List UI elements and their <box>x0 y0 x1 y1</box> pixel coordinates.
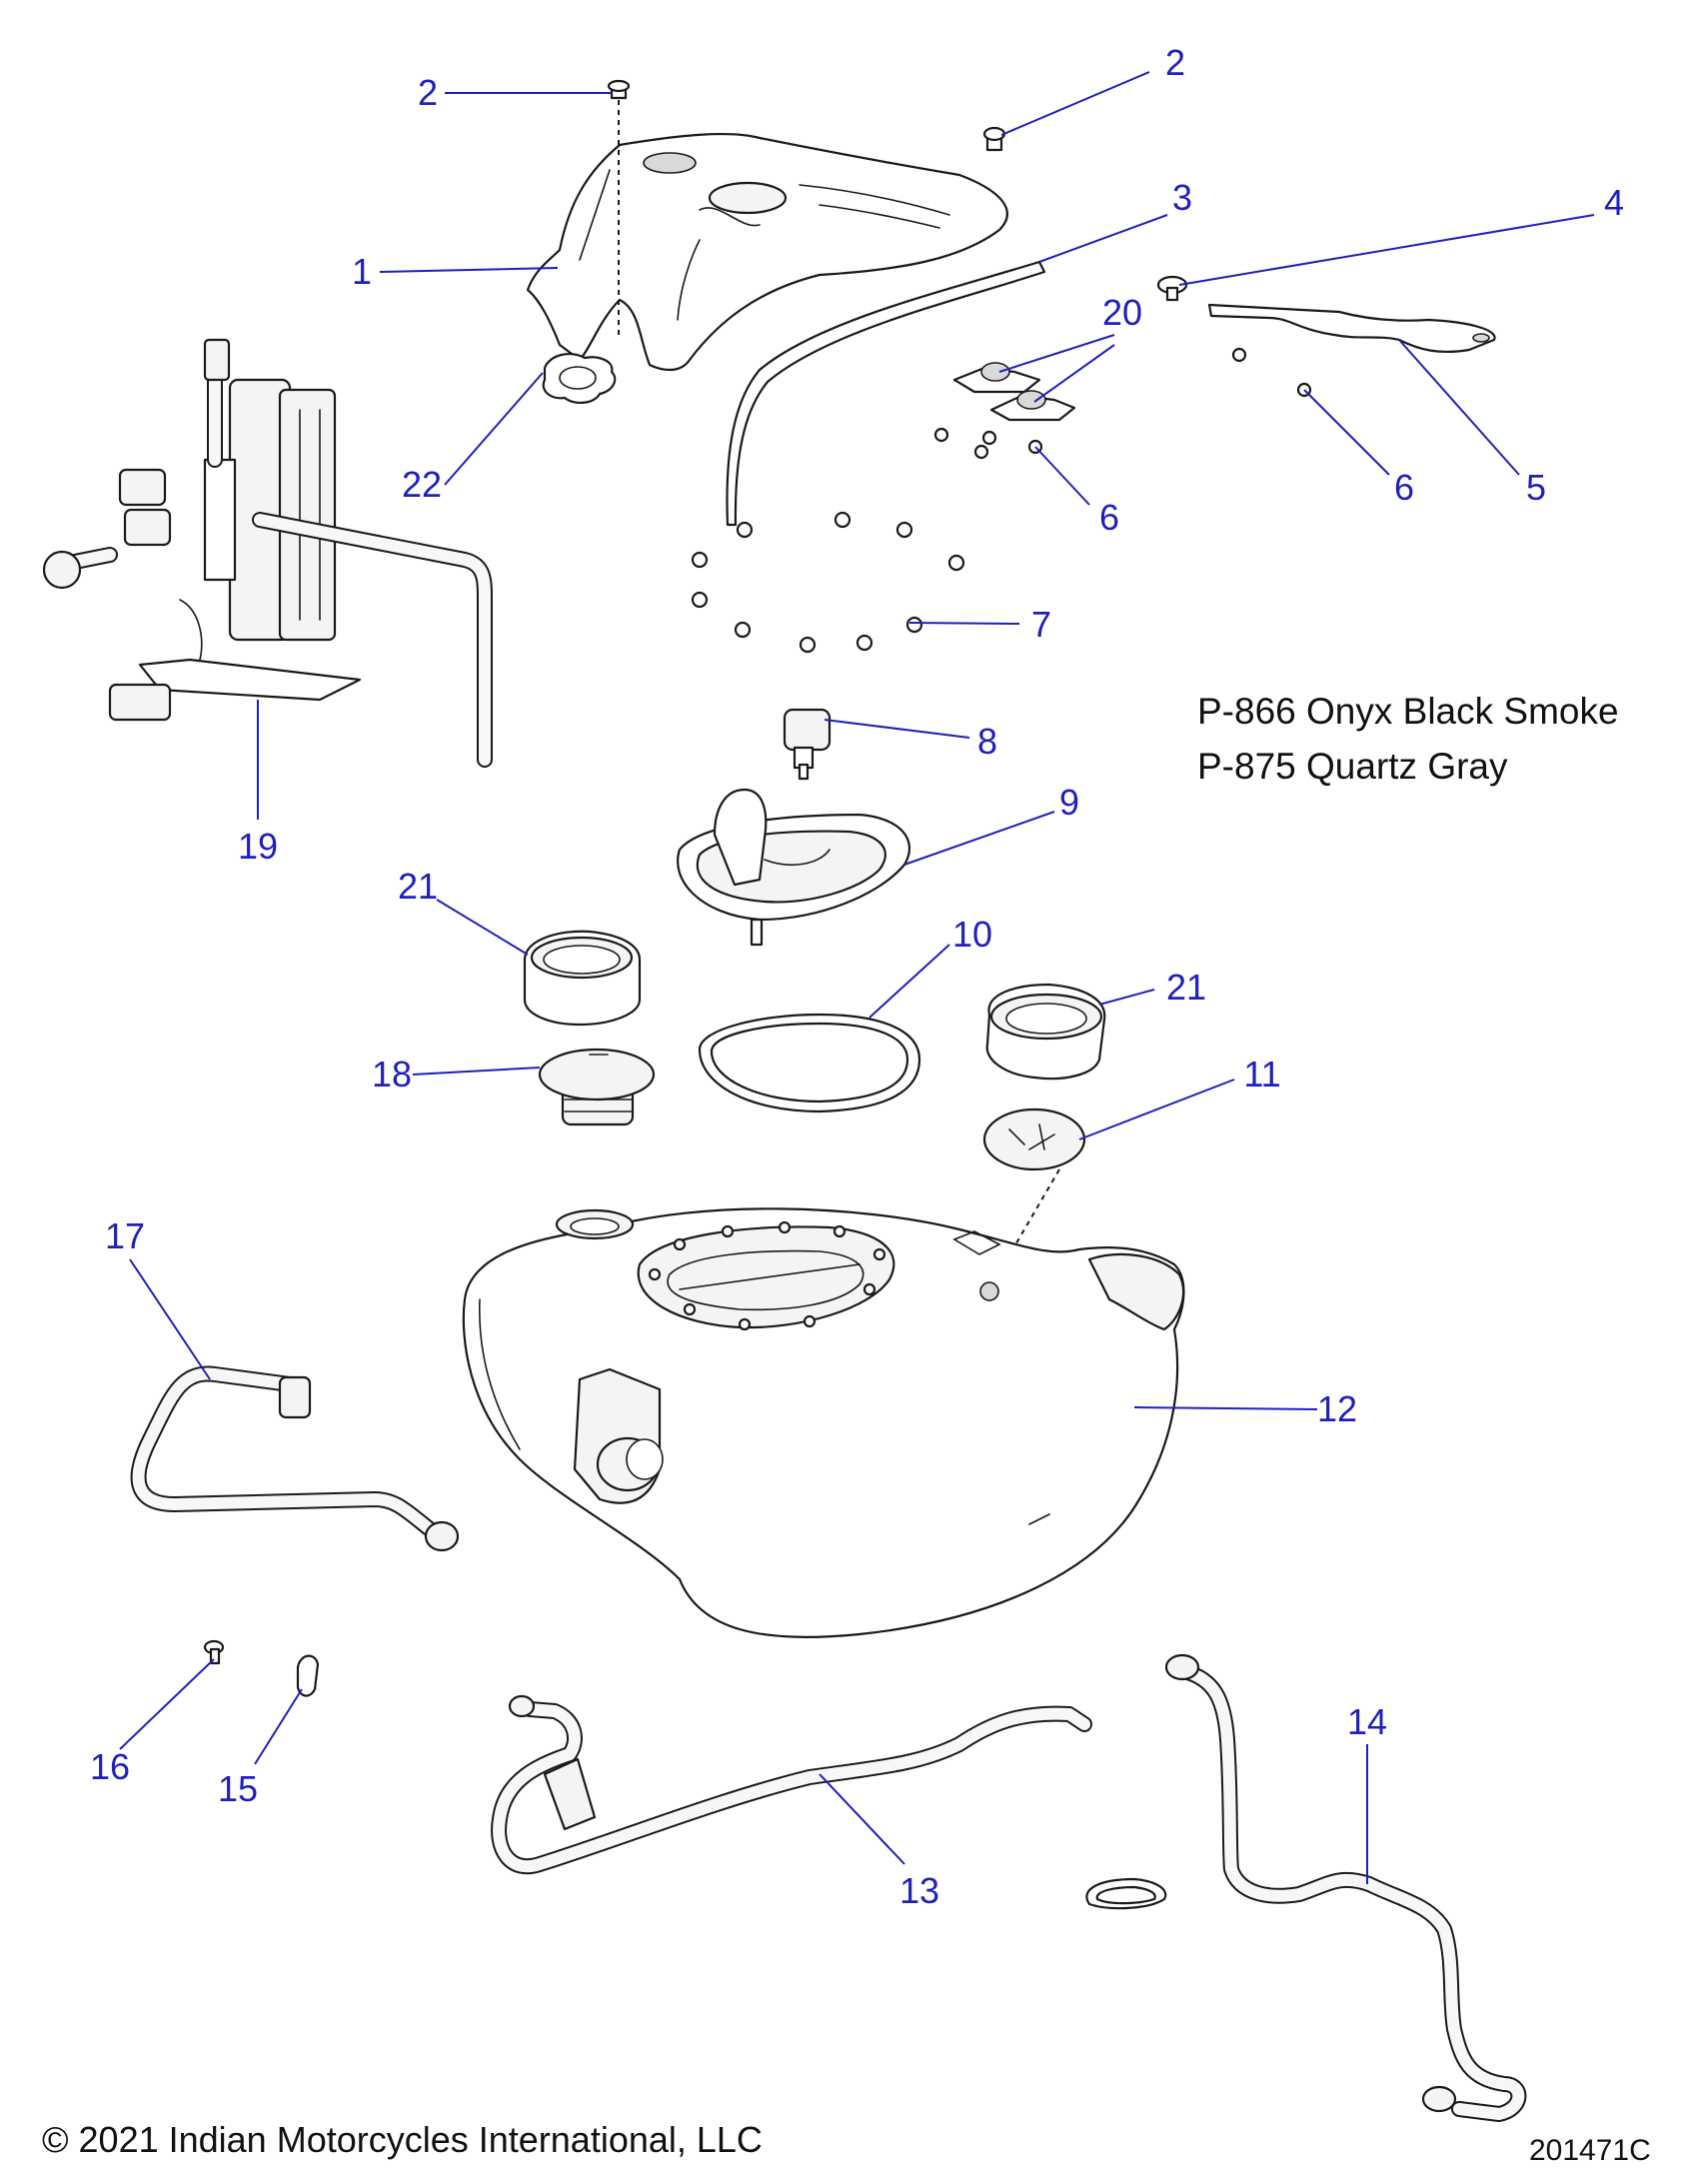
callout-9: 9 <box>1058 782 1080 823</box>
callout-16: 16 <box>89 1746 131 1787</box>
leader-21-right <box>1098 989 1155 1006</box>
part-5-bracket-plate <box>1207 303 1496 354</box>
callout-10: 10 <box>951 914 993 955</box>
leader-3 <box>1038 214 1168 263</box>
callout-13: 13 <box>898 1870 940 1911</box>
callout-leader-lines <box>119 71 1595 1884</box>
part-7-nuts <box>691 511 965 654</box>
part-9-flange <box>677 788 911 947</box>
part-21-ring-left <box>523 930 642 1027</box>
leader-11 <box>1078 1079 1235 1140</box>
part-14-fuel-line <box>1164 1653 1527 2122</box>
callout-11: 11 <box>1243 1054 1281 1094</box>
paint-note-onyx-black-smoke: P-866 Onyx Black Smoke <box>1197 691 1619 732</box>
callout-6-center: 6 <box>1098 497 1120 538</box>
part-11-gauge <box>982 1107 1086 1171</box>
part-20-mounts <box>952 362 1076 422</box>
leader-15 <box>254 1688 303 1765</box>
callout-1: 1 <box>351 251 373 292</box>
callout-6-right: 6 <box>1393 467 1415 508</box>
callout-21-right: 21 <box>1165 967 1207 1008</box>
part-16-screw <box>203 1639 225 1665</box>
part-11-alignment-line <box>988 1168 1060 1290</box>
leader-20a <box>998 334 1115 373</box>
part-1-tank-console <box>526 132 1008 372</box>
callout-5: 5 <box>1525 467 1547 508</box>
leader-1 <box>379 267 559 273</box>
leader-21-left <box>436 899 529 956</box>
part-2-fastener-right <box>982 126 1006 152</box>
part-3-seal-strip <box>726 260 1046 527</box>
part-10-gasket <box>698 1013 921 1113</box>
part-4-clip <box>1156 275 1188 302</box>
callout-15: 15 <box>217 1768 259 1809</box>
leader-6-right <box>1303 389 1390 476</box>
part-17-hose <box>130 1365 460 1552</box>
leader-5 <box>1398 339 1520 476</box>
leader-10 <box>868 944 950 1019</box>
leader-7 <box>908 622 1020 625</box>
callout-20: 20 <box>1101 292 1143 333</box>
leader-12 <box>1133 1406 1318 1410</box>
leader-18 <box>412 1067 541 1076</box>
leader-6-center <box>1034 446 1090 506</box>
leader-2-right <box>1000 71 1150 136</box>
callout-21-left: 21 <box>397 866 439 907</box>
leader-13 <box>819 1773 905 1865</box>
leader-17 <box>129 1258 211 1380</box>
callout-14: 14 <box>1346 1701 1388 1742</box>
part-8-sensor <box>783 708 832 781</box>
callout-22: 22 <box>401 464 443 505</box>
part-21-ring-right <box>985 983 1106 1081</box>
callout-2-left: 2 <box>417 72 439 113</box>
copyright-notice: © 2021 Indian Motorcycles International,… <box>42 2119 763 2160</box>
callout-8: 8 <box>976 721 998 762</box>
part-2-fastener-left <box>607 79 631 100</box>
leader-20b <box>1033 344 1115 403</box>
callout-4: 4 <box>1603 182 1625 223</box>
leader-4 <box>1178 214 1595 286</box>
leader-9 <box>903 811 1055 866</box>
hose-clamp <box>1085 1877 1167 1910</box>
part-13-vent-line <box>491 1694 1092 1875</box>
callout-17: 17 <box>104 1215 146 1256</box>
callout-3: 3 <box>1171 177 1193 218</box>
callout-18: 18 <box>371 1054 413 1094</box>
callout-12: 12 <box>1316 1388 1358 1429</box>
part-18-fuel-cap <box>538 1048 656 1126</box>
leader-8 <box>824 719 970 739</box>
callout-2-right: 2 <box>1164 42 1186 83</box>
callout-7: 7 <box>1030 604 1052 645</box>
leader-22 <box>444 372 544 486</box>
part-19-fuel-pump <box>42 338 493 768</box>
part-12-fuel-tank <box>462 1207 1185 1639</box>
part-12-flange-studs <box>648 1220 886 1331</box>
callout-19: 19 <box>237 826 279 867</box>
paint-note-quartz-gray: P-875 Quartz Gray <box>1197 746 1508 787</box>
leader-16 <box>119 1658 215 1750</box>
diagram-code: 201471C <box>1529 2134 1651 2167</box>
